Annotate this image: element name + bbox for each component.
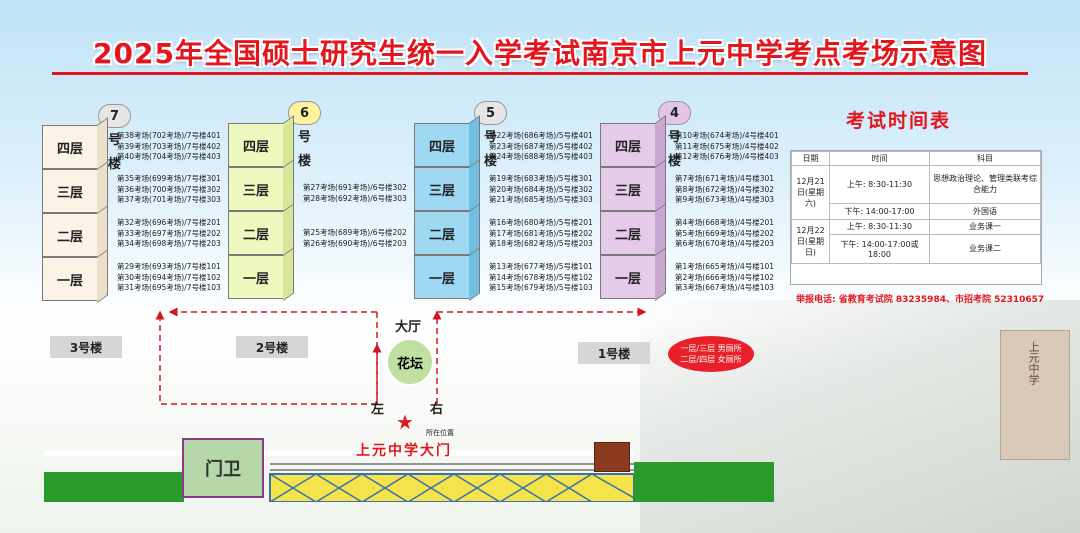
building-7-floor-4: 四层: [42, 125, 98, 169]
schedule-header-subject: 科目: [929, 151, 1041, 166]
building-7-floor-1: 一层: [42, 257, 98, 301]
building-2-label: 2号楼: [236, 336, 308, 358]
schedule-subject: 外国语: [929, 202, 1041, 221]
schedule-subject: 业务课二: [929, 233, 1041, 265]
building-4-floor-3: 三层: [600, 167, 656, 211]
building-1-label: 1号楼: [578, 342, 650, 364]
schedule-subject: 思想政治理论、管理类联考综合能力: [929, 165, 1041, 204]
building-4-floor-4: 四层: [600, 123, 656, 167]
building-3-label: 3号楼: [50, 336, 122, 358]
gate-name: 上元中学大门: [356, 443, 452, 459]
building-5-floor-2: 二层: [414, 211, 470, 255]
page-title: 2025年全国硕士研究生统一入学考试南京市上元中学考点考场示意图: [93, 37, 987, 70]
schedule-day-2: 12月22日(星期日): [791, 219, 830, 264]
school-sign-building: 上元中学: [1000, 330, 1070, 460]
schedule-header-time: 时间: [829, 151, 930, 166]
building-5-floor-4: 四层: [414, 123, 470, 167]
hotline: 举报电话: 省教育考试院 83235984、市招考院 52310657: [796, 295, 1045, 305]
building-4-floor-1: 一层: [600, 255, 656, 299]
building-7-floor-2: 二层: [42, 213, 98, 257]
schedule-table: 日期 时间 科目 12月21日(星期六) 上午: 8:30-11:30 思想政治…: [790, 150, 1042, 285]
guard-house: 门卫: [182, 438, 264, 498]
left-label: 左: [371, 402, 385, 417]
building-6-floor-3: 三层: [228, 167, 284, 211]
flower-bed: 花坛: [386, 338, 434, 386]
building-6-floor-4: 四层: [228, 123, 284, 167]
building-5-floor-1: 一层: [414, 255, 470, 299]
guard-booth: [594, 442, 630, 472]
lawn-right: [634, 462, 774, 502]
schedule-title: 考试时间表: [846, 110, 952, 132]
location-star-icon: ★: [396, 410, 414, 434]
building-6-floor-2: 二层: [228, 211, 284, 255]
schedule-time: 下午: 14:00-17:00: [829, 202, 930, 221]
fence: [44, 450, 634, 502]
schedule-time: 下午: 14:00-17:00或18:00: [829, 233, 930, 265]
title-underline: [52, 72, 1028, 75]
schedule-day-1: 12月21日(星期六): [791, 165, 830, 220]
building-5-tag: 5号楼: [474, 101, 507, 169]
right-label: 右: [430, 402, 444, 417]
hall-label: 大厅: [395, 320, 422, 335]
building-7-floor-3: 三层: [42, 169, 98, 213]
restroom-note: 一层/三层 男厕所二层/四层 女厕所: [668, 336, 754, 372]
building-6-floor-1: 一层: [228, 255, 284, 299]
current-location-label: 所在位置: [426, 429, 454, 437]
